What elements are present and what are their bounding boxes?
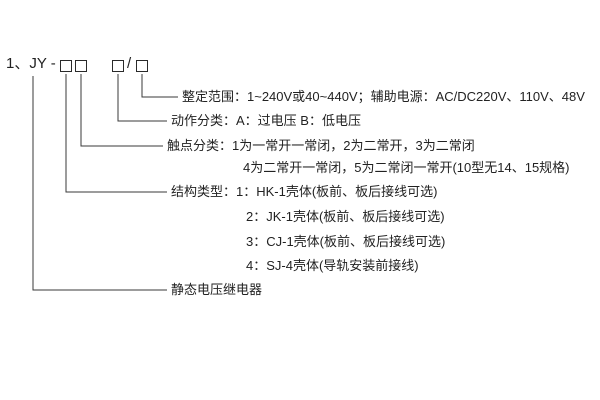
model-code-prefix: 1、JY - bbox=[6, 55, 56, 72]
placeholder-box-action bbox=[112, 60, 124, 72]
label-contact-class-line1: 触点分类：1为一常开一常闭，2为二常开，3为二常闭 bbox=[167, 138, 475, 153]
label-structure-type-line3: 3：CJ-1壳体(板前、板后接线可选) bbox=[246, 234, 446, 249]
label-contact-class-line2: 4为二常开一常闭，5为二常闭一常开(10型无14、15规格) bbox=[243, 160, 570, 175]
placeholder-box-range bbox=[136, 60, 148, 72]
label-action-class: 动作分类：A：过电压 B：低电压 bbox=[171, 113, 361, 128]
model-code-slash: / bbox=[127, 55, 132, 72]
label-product-name: 静态电压继电器 bbox=[171, 282, 263, 297]
label-setting-range: 整定范围：1~240V或40~440V；辅助电源：AC/DC220V、110V、… bbox=[182, 89, 585, 104]
placeholder-box-contact bbox=[75, 60, 87, 72]
label-structure-type-line4: 4：SJ-4壳体(导轨安装前接线) bbox=[246, 258, 419, 273]
label-structure-type-line1: 结构类型：1：HK-1壳体(板前、板后接线可选) bbox=[171, 184, 438, 199]
label-structure-type-line2: 2：JK-1壳体(板前、板后接线可选) bbox=[246, 209, 445, 224]
placeholder-box-structure bbox=[60, 60, 72, 72]
